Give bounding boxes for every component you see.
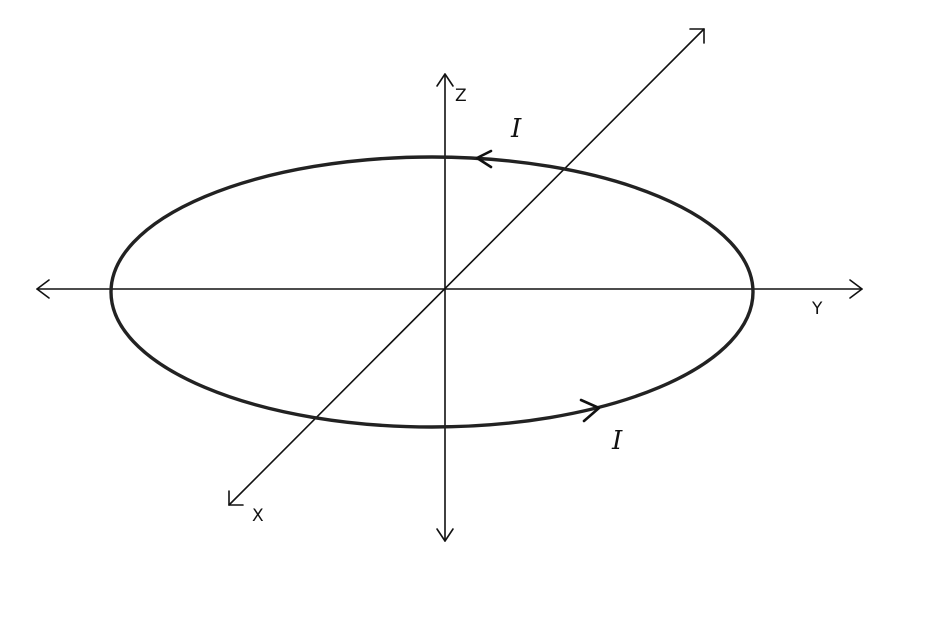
y-axis-positive-arrowhead <box>849 279 863 299</box>
current-label-bottom: I <box>611 426 623 456</box>
y-axis-label: Y <box>811 299 823 319</box>
z-axis-label: Z <box>455 86 467 106</box>
z-axis-positive-arrowhead <box>436 73 454 87</box>
z-axis <box>436 73 454 542</box>
current-direction-arrow-bottom <box>579 398 601 423</box>
z-axis-negative-arrowhead <box>436 528 454 542</box>
y-axis <box>36 279 863 299</box>
x-axis <box>228 28 705 506</box>
current-loop <box>109 155 755 429</box>
current-direction-arrow-top <box>475 149 493 169</box>
x-axis-positive-arrowhead <box>228 490 244 506</box>
x-axis-label: X <box>252 506 264 526</box>
x-axis-negative-arrowhead <box>689 28 705 44</box>
y-axis-negative-arrowhead <box>36 279 50 299</box>
current-label-top: I <box>510 114 522 144</box>
